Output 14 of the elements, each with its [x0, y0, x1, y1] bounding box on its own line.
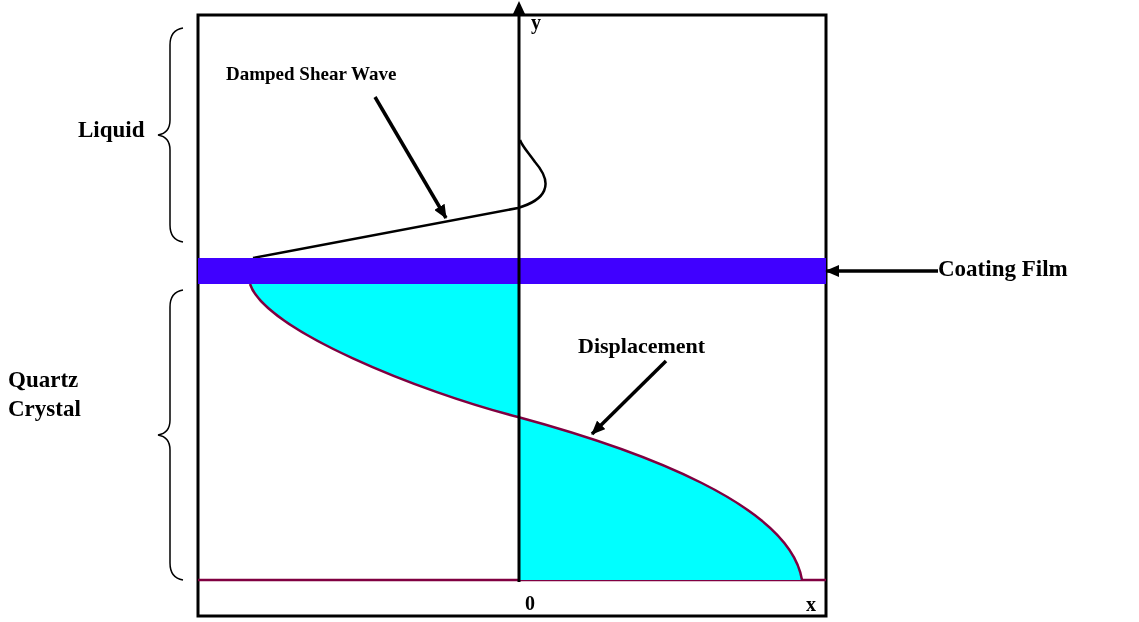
coating-film-bar	[198, 258, 826, 284]
axis-label: y	[531, 10, 542, 35]
callout-text: Damped Shear Wave	[226, 64, 397, 85]
callout-text: Coating Film	[938, 256, 1068, 282]
region-label: Quartz Crystal	[8, 366, 82, 423]
damped-wave-curve	[252, 139, 547, 260]
leader-arrow	[590, 359, 668, 436]
axis-label: x	[806, 592, 817, 617]
region-label: Liquid	[78, 116, 146, 144]
axis-label: 0	[525, 591, 536, 616]
leader-arrow	[825, 265, 938, 277]
displacement-curve	[248, 283, 804, 581]
callout-text: Displacement	[578, 334, 706, 359]
leader-arrow	[373, 96, 448, 219]
